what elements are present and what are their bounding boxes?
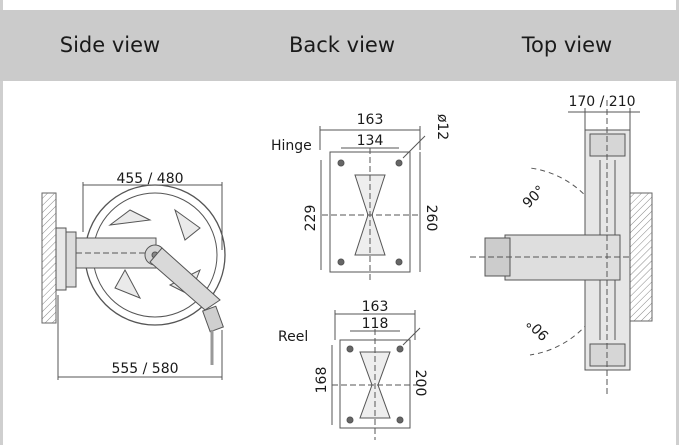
back-view-title: Back view: [288, 33, 395, 57]
hinge-hole-br: [395, 258, 403, 266]
top-wall-hatch: [629, 192, 653, 322]
reel-right-height-label: 200: [412, 370, 428, 397]
reel-outer-width-label: 163: [362, 299, 389, 315]
hinge-left-height-label: 229: [303, 205, 319, 232]
top-width-label: 170 / 210: [568, 94, 635, 110]
hinge-hole-tr: [395, 159, 403, 167]
side-dim-bottom-label: 555 / 580: [111, 361, 178, 377]
top-view-title: Top view: [521, 33, 613, 57]
side-dim-top-label: 455 / 480: [116, 171, 183, 187]
hinge-inner-width-label: 134: [357, 133, 384, 149]
reel-hole-tl: [346, 345, 354, 353]
hinge-right-height-label: 260: [423, 205, 439, 232]
reel-hole-bl: [346, 416, 354, 424]
reel-hole-tr: [396, 345, 404, 353]
top-view-drawing: [470, 100, 653, 395]
hinge-hole-dia-label: ø12: [434, 114, 450, 140]
hinge-plate-drawing: [319, 126, 426, 282]
reel-label: Reel: [278, 329, 308, 345]
hinge-outer-width-label: 163: [357, 112, 384, 128]
reel-plate-drawing: [331, 310, 421, 440]
reel-hole-leader: [402, 327, 421, 346]
reel-inner-width-label: 118: [362, 316, 389, 332]
hinge-block: [65, 231, 77, 288]
reel-left-height-label: 168: [314, 367, 330, 394]
side-view-title: Side view: [59, 33, 161, 57]
hose-guide-arm: [149, 247, 221, 311]
hole-dia-leader: [402, 135, 426, 159]
hinge-hole-bl: [337, 258, 345, 266]
angle-upper-label: 90°: [520, 183, 549, 212]
reel-hole-br: [396, 416, 404, 424]
angle-lower-label: 90°: [524, 314, 553, 343]
hinge-hole-tl: [337, 159, 345, 167]
side-wall-hatch: [41, 192, 57, 324]
wall-bracket: [55, 227, 67, 291]
hinge-label: Hinge: [271, 138, 312, 154]
hose-nozzle: [202, 305, 224, 333]
side-view-drawing: [41, 182, 226, 380]
header-bar: [0, 10, 679, 81]
